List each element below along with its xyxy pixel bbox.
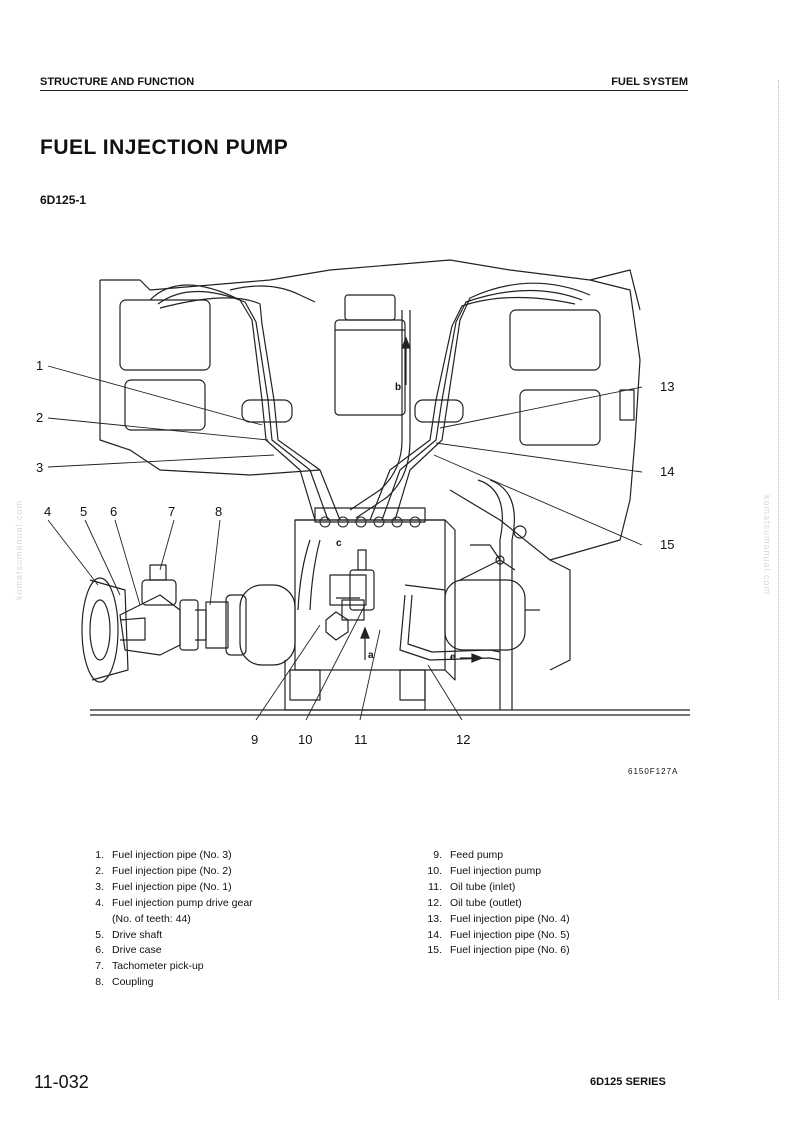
callout-9: 9 <box>251 732 258 747</box>
legend-item: 14.Fuel injection pipe (No. 5) <box>427 928 570 941</box>
callout-10: 10 <box>298 732 312 747</box>
legend-item: 8.Coupling <box>95 976 154 989</box>
flow-letter-a: a <box>368 650 374 661</box>
model-label: 6D125-1 <box>40 193 87 207</box>
callout-5: 5 <box>80 504 87 519</box>
callout-8: 8 <box>215 504 222 519</box>
legend-item: 12.Oil tube (outlet) <box>427 896 522 909</box>
legend-right: 9.Feed pump 10.Fuel injection pump 11.Oi… <box>418 848 678 959</box>
watermark-left: komatsumanual.com <box>14 500 24 601</box>
series-label: 6D125 SERIES <box>590 1076 666 1088</box>
section-title: STRUCTURE AND FUNCTION <box>40 76 195 88</box>
margin-dots <box>778 80 779 1000</box>
page-header: STRUCTURE AND FUNCTION FUEL SYSTEM <box>40 76 688 91</box>
page-number: 11-032 <box>34 1072 89 1092</box>
pump-diagram: 1 2 3 4 5 6 7 8 9 10 11 12 13 14 15 a b … <box>36 259 690 747</box>
legend-item: 11.Oil tube (inlet) <box>428 880 516 893</box>
flow-letter-c: c <box>336 538 342 549</box>
page-title: FUEL INJECTION PUMP <box>40 136 289 159</box>
legend-item: 10.Fuel injection pump <box>427 864 542 877</box>
callout-14: 14 <box>660 464 674 479</box>
callout-11: 11 <box>354 732 368 747</box>
callout-2: 2 <box>36 410 43 425</box>
callout-4: 4 <box>44 504 51 519</box>
legend-left: 1.Fuel injection pipe (No. 3) 2.Fuel inj… <box>80 848 380 991</box>
legend-item: 7.Tachometer pick-up <box>95 960 204 973</box>
callout-13: 13 <box>660 379 674 394</box>
legend-item: 6.Drive case <box>95 944 162 957</box>
callout-6: 6 <box>110 504 117 519</box>
watermark-right: komatsumanual.com <box>762 495 772 596</box>
callout-12: 12 <box>456 732 470 747</box>
legend-subtext: (No. of teeth: 44) <box>112 912 191 925</box>
legend-item: 5.Drive shaft <box>95 928 163 941</box>
legend-item: 3.Fuel injection pipe (No. 1) <box>95 880 232 893</box>
flow-letter-b: b <box>395 382 401 393</box>
legend-item: 9.Feed pump <box>433 849 504 861</box>
legend-item: 1.Fuel injection pipe (No. 3) <box>95 849 232 861</box>
callout-7: 7 <box>168 504 175 519</box>
legend-item: 4.Fuel injection pump drive gear <box>95 896 253 909</box>
legend-item: 15.Fuel injection pipe (No. 6) <box>427 944 570 957</box>
callout-1: 1 <box>36 358 43 373</box>
callout-3: 3 <box>36 460 43 475</box>
figure-code: 6150F127A <box>628 767 679 776</box>
callout-15: 15 <box>660 537 674 552</box>
system-title: FUEL SYSTEM <box>611 76 688 88</box>
legend-item: 2.Fuel injection pipe (No. 2) <box>95 864 232 877</box>
legend-item: 13.Fuel injection pipe (No. 4) <box>427 912 570 925</box>
flow-letter-e: e <box>450 652 456 663</box>
